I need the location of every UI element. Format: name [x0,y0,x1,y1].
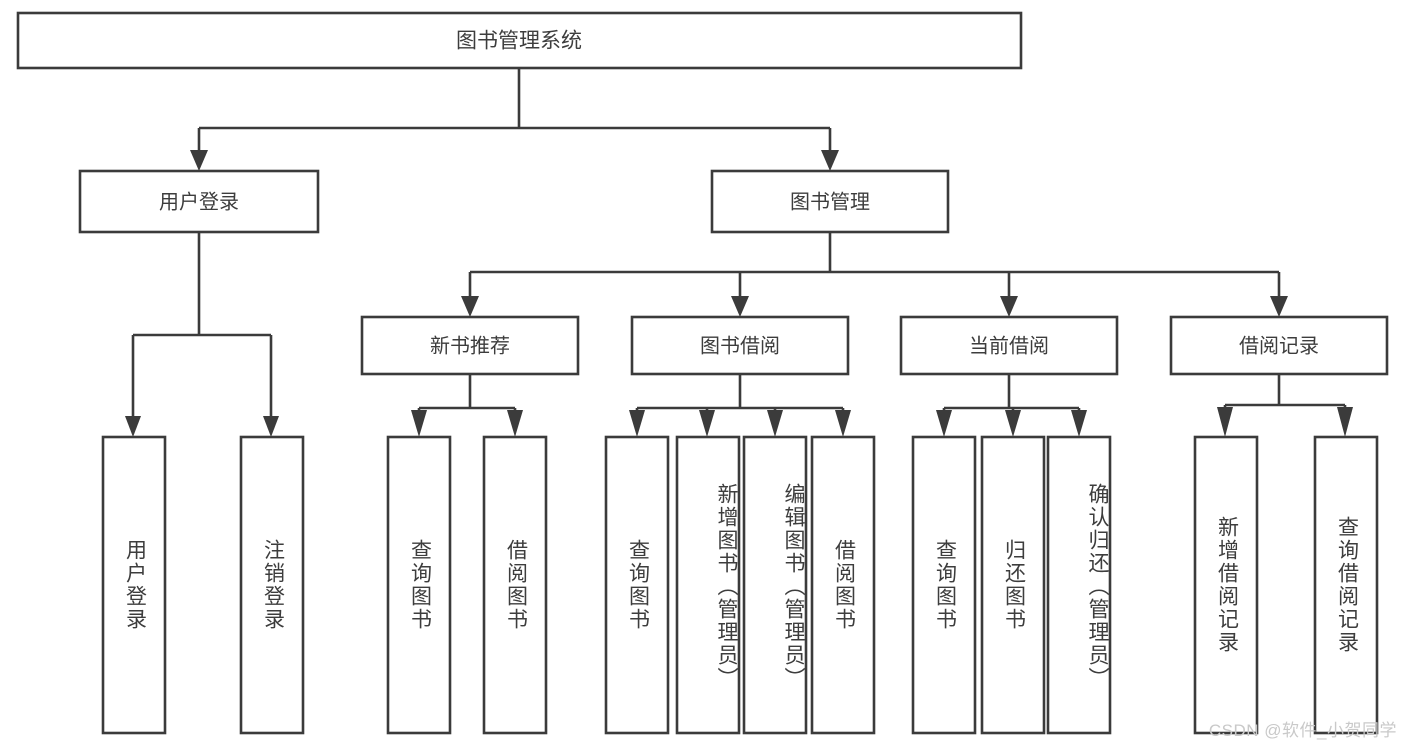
leaf-newbook-query-box[interactable] [386,435,452,735]
arrowhead-new-book-leaf-1 [411,410,427,437]
node-current-borrow-label: 当前借阅 [969,334,1049,357]
connector-layer [125,68,1353,437]
leaf-current-return-box[interactable] [980,435,1046,735]
node-book-borrow[interactable]: 图书借阅 [630,315,850,376]
arrowhead-record-leaf-1 [1217,407,1233,437]
arrowhead-book-manage-to-current [1000,296,1018,317]
arrowhead-borrow-leaf-2 [699,410,715,437]
leaf-node[interactable] [482,435,548,735]
arrowhead-borrow-leaf-4 [835,410,851,437]
leaf-borrow-lend-box[interactable] [810,435,876,735]
node-root[interactable]: 图书管理系统 [16,11,1023,70]
leaf-current-query-box[interactable] [911,435,977,735]
arrowhead-book-manage-to-borrow [731,296,749,317]
node-new-book-recommend[interactable]: 新书推荐 [360,315,580,376]
leaf-newbook-borrow-box[interactable] [482,435,548,735]
arrowhead-root-to-user-login [190,150,208,171]
arrowhead-borrow-leaf-3 [767,410,783,437]
arrowhead-current-leaf-2 [1005,410,1021,437]
node-book-manage[interactable]: 图书管理 [710,169,950,234]
leaf-borrow-query-box[interactable] [604,435,670,735]
leaf-user-login-box[interactable] [101,435,167,735]
leaf-record-query-box[interactable] [1313,435,1379,735]
leaf-node[interactable] [1193,435,1259,735]
leaf-node[interactable] [675,435,741,735]
leaf-node[interactable] [1046,435,1112,735]
node-user-login-label: 用户登录 [159,190,239,213]
node-borrow-record-box[interactable] [1169,315,1389,376]
arrowhead-current-leaf-1 [936,410,952,437]
leaf-borrow-edit-box[interactable] [742,435,808,735]
leaf-logout-box[interactable] [239,435,305,735]
arrowhead-new-book-leaf-2 [507,410,523,437]
leaf-node[interactable] [980,435,1046,735]
leaf-current-confirm-box[interactable] [1046,435,1112,735]
arrowhead-book-manage-to-record [1270,296,1288,317]
arrowhead-user-login-leaf-1 [125,416,141,437]
arrowhead-current-leaf-3 [1071,410,1087,437]
node-borrow-record-label: 借阅记录 [1239,334,1319,357]
leaf-node[interactable] [386,435,452,735]
leaf-node[interactable] [742,435,808,735]
arrowhead-borrow-leaf-1 [629,410,645,437]
node-user-login-box[interactable] [78,169,320,234]
node-root-box[interactable] [16,11,1023,70]
node-book-manage-box[interactable] [710,169,950,234]
node-new-book-recommend-box[interactable] [360,315,580,376]
leaf-node[interactable] [911,435,977,735]
node-book-manage-label: 图书管理 [790,190,870,213]
node-new-book-recommend-label: 新书推荐 [430,334,510,357]
leaf-node[interactable] [810,435,876,735]
leaf-node[interactable] [604,435,670,735]
leaf-borrow-add-box[interactable] [675,435,741,735]
leaf-node[interactable] [239,435,305,735]
node-book-borrow-box[interactable] [630,315,850,376]
node-borrow-record[interactable]: 借阅记录 [1169,315,1389,376]
node-book-borrow-label: 图书借阅 [700,334,780,357]
leaf-record-add-box[interactable] [1193,435,1259,735]
arrowhead-book-manage-to-new-book [461,296,479,317]
node-root-label: 图书管理系统 [456,30,582,53]
arrowhead-root-to-book-manage [821,150,839,171]
node-user-login[interactable]: 用户登录 [78,169,320,234]
arrowhead-record-leaf-2 [1337,407,1353,437]
leaf-node[interactable] [101,435,167,735]
node-current-borrow-box[interactable] [899,315,1119,376]
arrowhead-user-login-leaf-2 [263,416,279,437]
node-current-borrow[interactable]: 当前借阅 [899,315,1119,376]
leaf-node[interactable] [1313,435,1379,735]
